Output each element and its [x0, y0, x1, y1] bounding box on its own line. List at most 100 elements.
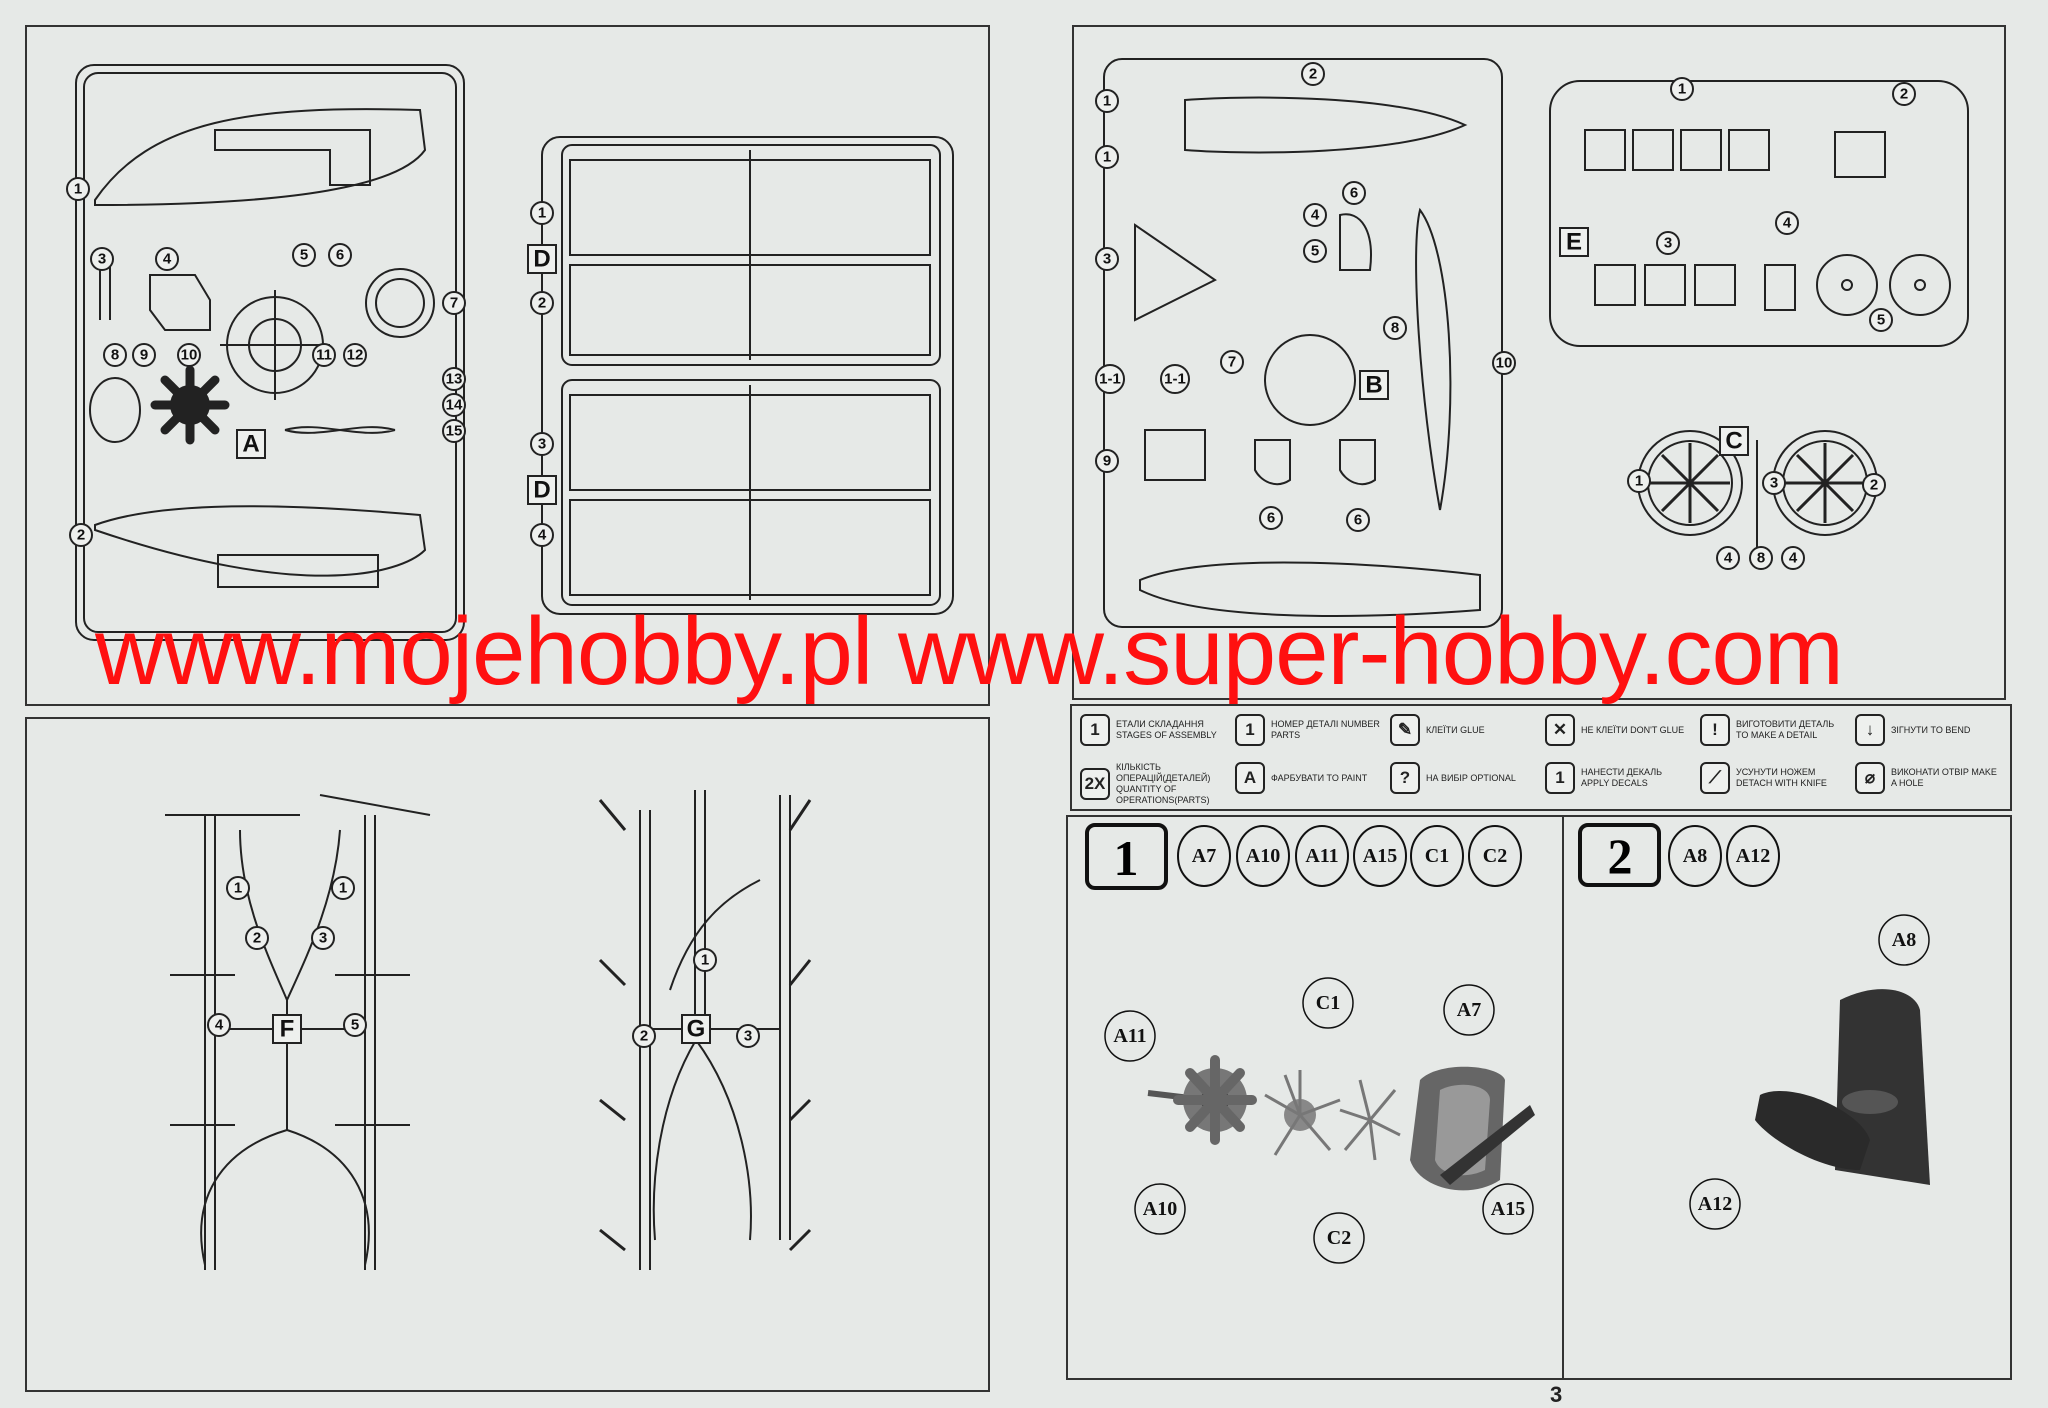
- part-number-label: 3: [538, 436, 546, 453]
- part-number-label: 1: [1678, 81, 1686, 98]
- stage-icon: 1: [1080, 714, 1110, 746]
- sprue-f-part-number: 1: [226, 876, 250, 900]
- sprue-g-part-number: 3: [736, 1024, 760, 1048]
- glue-icon: ✎: [1390, 714, 1420, 746]
- step-1-part-badge: A15: [1353, 825, 1407, 887]
- part-code: C1: [1425, 845, 1449, 867]
- sprue-b-part-number: 6: [1259, 506, 1283, 530]
- part-number-label: 1: [701, 952, 709, 969]
- legend-item: 1 Етали складання Stages of assembly: [1080, 714, 1228, 746]
- right-top-panel: [1072, 25, 2006, 700]
- part-number-label: 4: [163, 251, 172, 268]
- sprue-a-part-number: 2: [69, 523, 93, 547]
- part-number-label: 8: [1757, 550, 1765, 567]
- legend-label: Виконати отвір Make a hole: [1891, 767, 1997, 788]
- no-glue-icon: ✕: [1545, 714, 1575, 746]
- part-number-label: 2: [538, 295, 546, 312]
- sprue-d-part-number: 4: [530, 523, 554, 547]
- decal-icon: 1: [1545, 762, 1575, 794]
- part-code: C1: [1316, 992, 1340, 1014]
- step-1-part-callout: A10: [1134, 1183, 1186, 1235]
- sprue-c-part-number: 4: [1781, 546, 1805, 570]
- legend-item: ⟋Усунути ножем Detach with knife: [1700, 762, 1848, 794]
- legend-item: ? На вибір Optional: [1390, 762, 1538, 794]
- part-number-label: 1: [74, 181, 82, 198]
- sprue-b-part-number: 1-1: [1160, 364, 1190, 394]
- step-1-part-callout: C1: [1302, 977, 1354, 1029]
- legend-item: ↓Зігнути To bend: [1855, 714, 2003, 746]
- legend-label: Номер деталі Number parts: [1271, 719, 1380, 740]
- sprue-b-part-number: 1: [1095, 145, 1119, 169]
- sprue-f-part-number: 4: [207, 1013, 231, 1037]
- part-code: A10: [1246, 845, 1280, 867]
- sprue-c-part-number: 2: [1862, 473, 1886, 497]
- legend-label: Етали складання Stages of assembly: [1116, 719, 1217, 740]
- sprue-b-part-number: 9: [1095, 449, 1119, 473]
- part-number-label: 4: [1724, 550, 1733, 567]
- step-number: 2: [1608, 828, 1633, 884]
- part-number-label: 6: [1350, 185, 1358, 202]
- sprue-b-part-number: 10: [1492, 351, 1516, 375]
- part-number-label: 3: [319, 930, 327, 947]
- drill-icon: ⌀: [1855, 762, 1885, 794]
- sprue-a-part-number: 3: [90, 247, 114, 271]
- sprue-f-part-number: 2: [245, 926, 269, 950]
- sprue-f-part-number: 3: [311, 926, 335, 950]
- part-number-label: 2: [1309, 66, 1317, 83]
- sprue-b-part-number: 6: [1342, 181, 1366, 205]
- part-code: A11: [1305, 845, 1338, 867]
- sprue-f-letter: F: [272, 1014, 302, 1044]
- sprue-c-drawing: [1637, 430, 1878, 550]
- part-number-label: 1: [1103, 93, 1111, 110]
- step-number-box: [1578, 823, 1661, 887]
- part-number-label: 3: [744, 1028, 752, 1045]
- part-number-label: 2: [253, 930, 261, 947]
- step-1-part-badge: C2: [1468, 825, 1522, 887]
- sprue-b-part-number: 5: [1303, 239, 1327, 263]
- sprue-b-drawing: [1103, 58, 1503, 628]
- optional-icon: ?: [1390, 762, 1420, 794]
- sprue-b-part-number: 4: [1303, 203, 1327, 227]
- part-code: A10: [1143, 1198, 1177, 1220]
- step-2-part-callout: A8: [1878, 914, 1930, 966]
- sprue-g-letter: G: [681, 1014, 711, 1044]
- part-number-label: 2: [640, 1028, 648, 1045]
- sprue-letter-label: A: [242, 431, 259, 458]
- part-number-label: 7: [450, 295, 458, 312]
- sprue-letter-label: E: [1566, 229, 1582, 256]
- legend-label: Усунути ножем Detach with knife: [1736, 767, 1827, 788]
- sprue-d-letter: D: [527, 475, 557, 505]
- part-number-label: 6: [336, 247, 344, 264]
- part-number-label: 4: [215, 1017, 224, 1034]
- sprue-a-part-number: 7: [442, 291, 466, 315]
- part-number-label: 9: [1103, 453, 1111, 470]
- legend-label: Виготовити деталь To make a detail: [1736, 719, 1835, 740]
- sprue-a-part-number: 10: [177, 343, 201, 367]
- sprue-b-part-number: 6: [1346, 508, 1370, 532]
- legend-label: На вибір Optional: [1426, 772, 1516, 783]
- step-2-part-badge: A8: [1668, 825, 1722, 887]
- exclamation-icon: !: [1700, 714, 1730, 746]
- part-code: A8: [1683, 845, 1707, 867]
- part-code: A12: [1736, 845, 1770, 867]
- sprue-e-part-number: 2: [1892, 82, 1916, 106]
- part-code: A15: [1491, 1198, 1525, 1220]
- part-number-label: 1: [339, 880, 347, 897]
- legend-label: Зігнути To bend: [1891, 724, 1971, 735]
- step-1-part-badge: A11: [1295, 825, 1349, 887]
- step-number-box: [1085, 823, 1168, 890]
- part-number-label: 4: [1311, 207, 1320, 224]
- sprue-a-part-number: 15: [442, 419, 466, 443]
- legend-box: [1070, 704, 2012, 811]
- step-number: 1: [1114, 830, 1139, 886]
- part-number-label: 13: [446, 371, 463, 388]
- sprue-letter-label: F: [280, 1016, 295, 1043]
- left-bottom-panel: [25, 717, 990, 1392]
- part-code: A11: [1113, 1025, 1146, 1047]
- sprue-a-part-number: 8: [103, 343, 127, 367]
- sprue-a-part-number: 1: [66, 177, 90, 201]
- legend-item: ✕Не клеїти Don't glue: [1545, 714, 1693, 746]
- sprue-a-part-number: 6: [328, 243, 352, 267]
- sprue-a-part-number: 5: [292, 243, 316, 267]
